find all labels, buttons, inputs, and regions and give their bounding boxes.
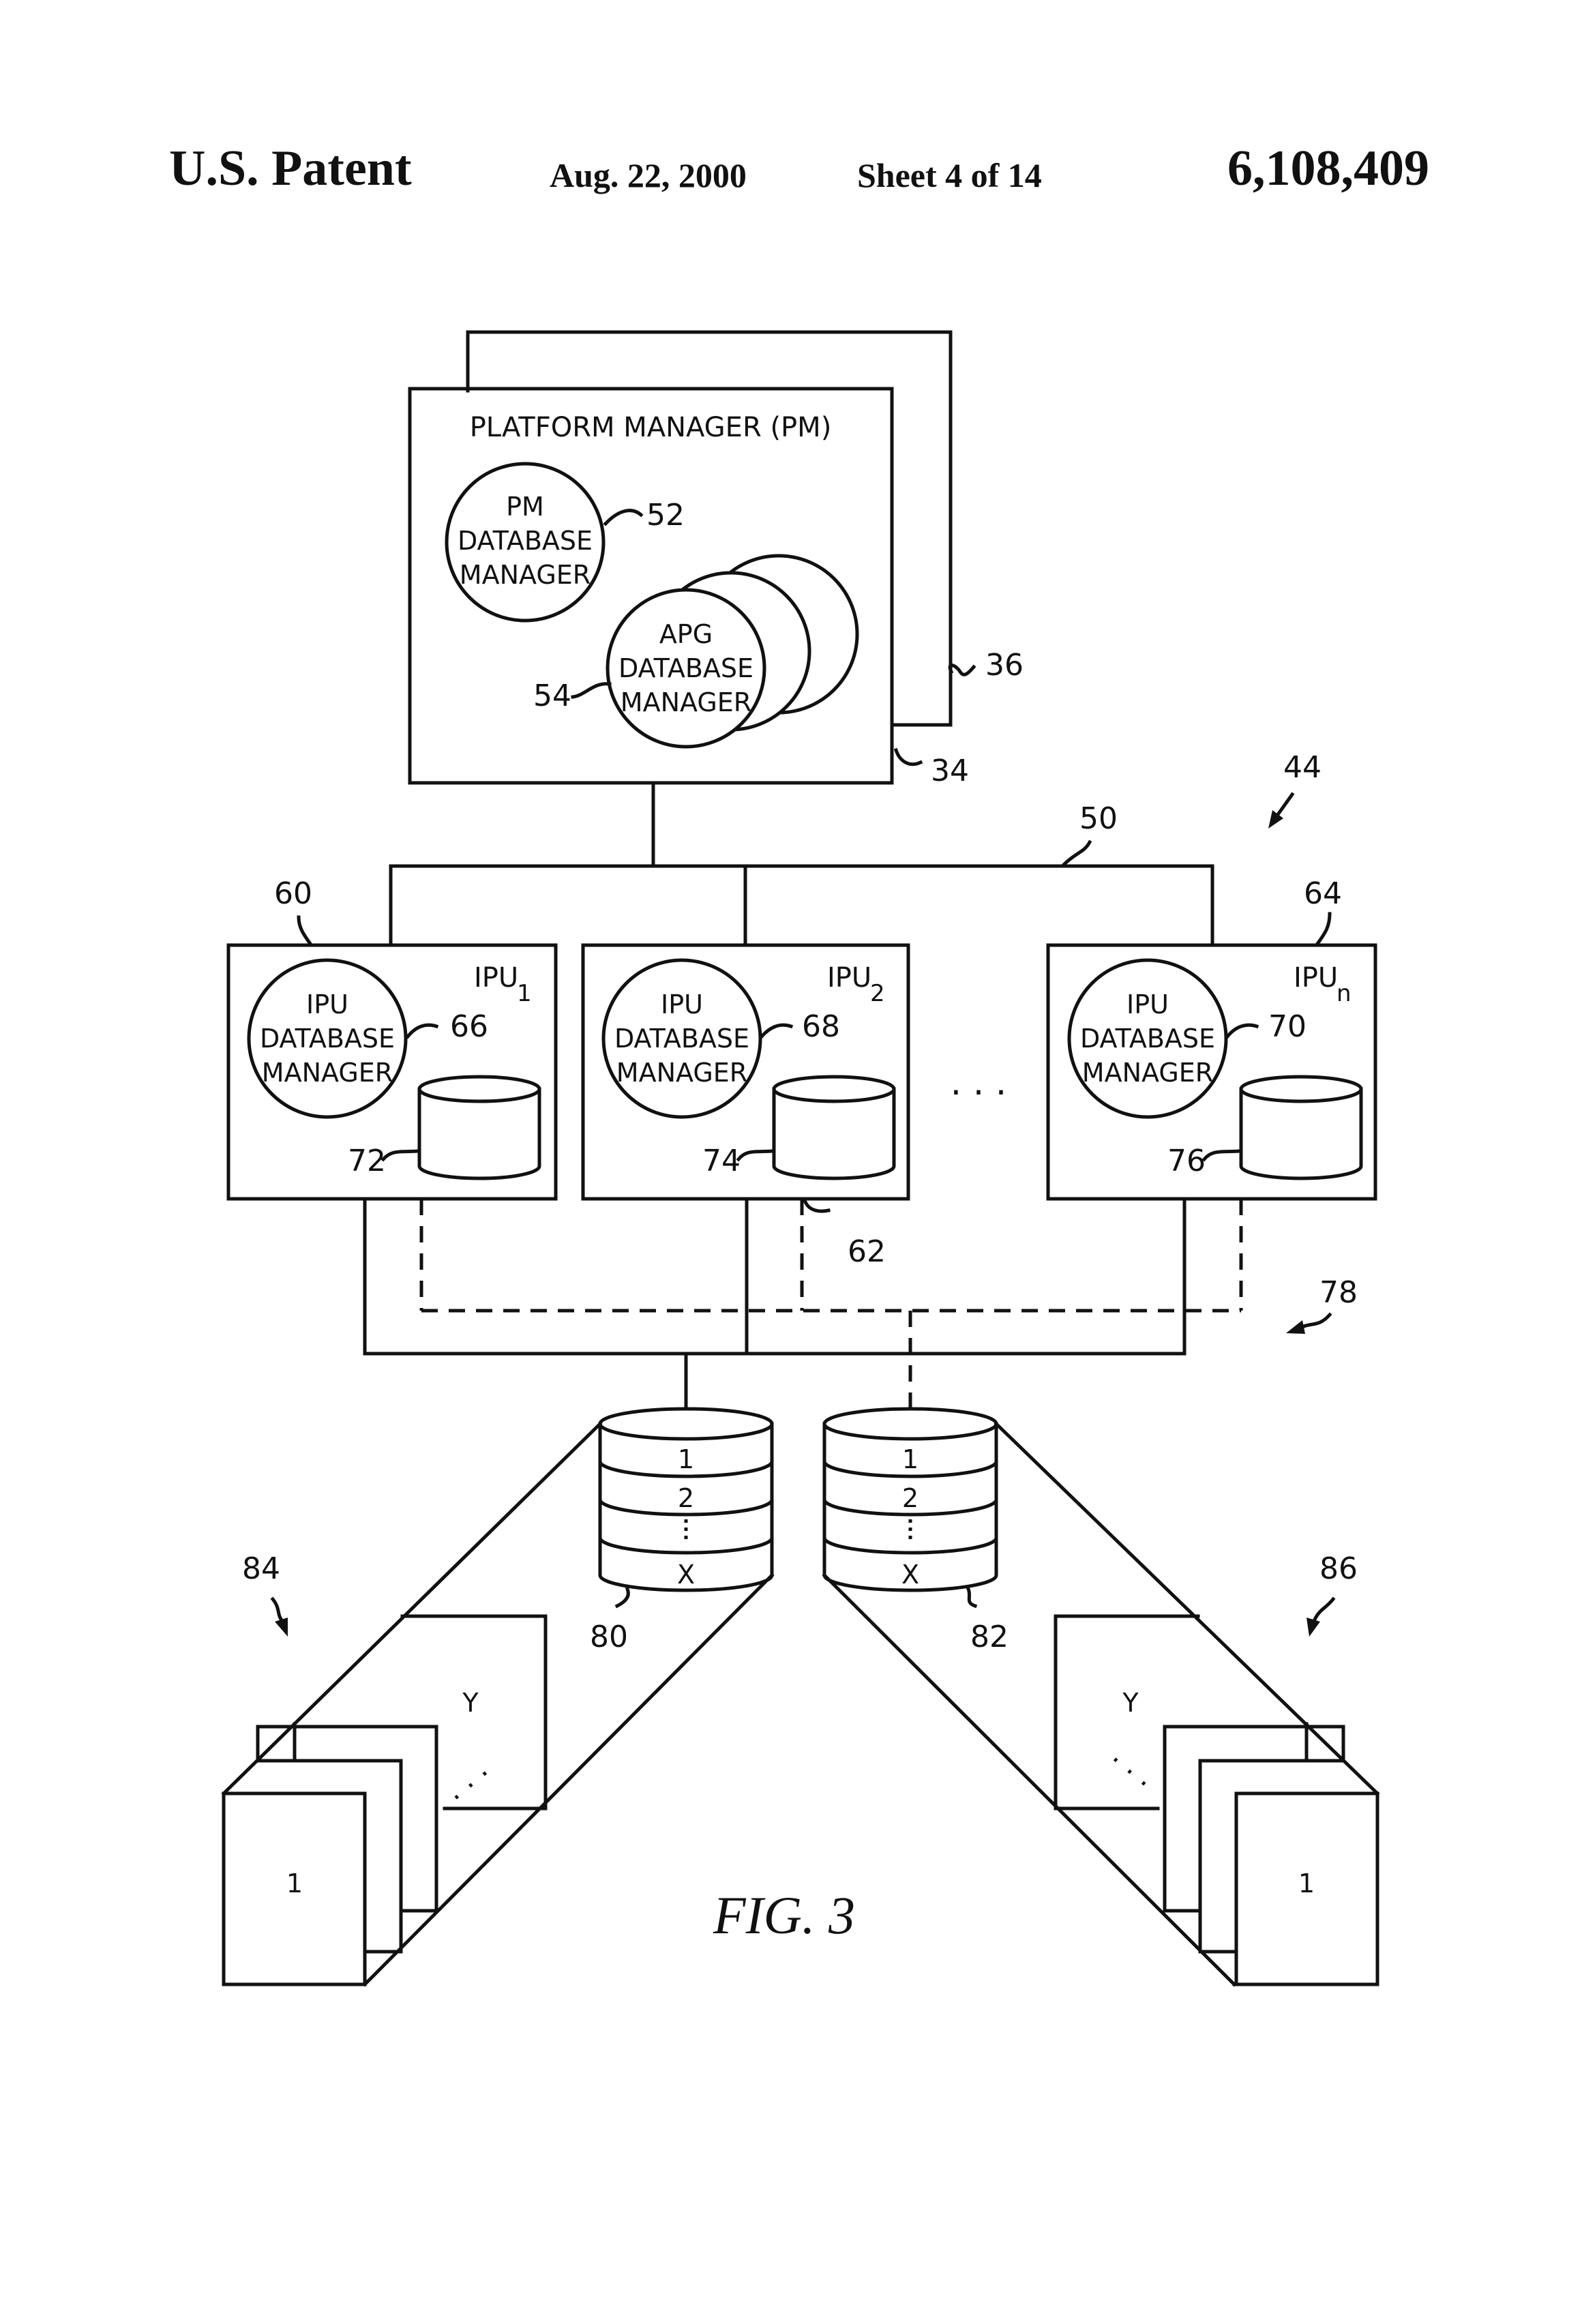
ipu-n-db-line-3: MANAGER xyxy=(1082,1058,1213,1088)
page-86-back: Y xyxy=(1122,1688,1139,1718)
ipu-2-db-line-1: IPU xyxy=(661,989,703,1019)
ref-78-arrow xyxy=(1286,1315,1330,1334)
ref-82: 82 xyxy=(970,1620,1009,1654)
storage-80: 1 2 X 80 xyxy=(590,1409,772,1654)
ref-74: 74 xyxy=(702,1144,741,1178)
ref-78: 78 xyxy=(1319,1275,1358,1310)
storage-80-row-2: 2 xyxy=(678,1483,694,1513)
ipu-1-db-line-3: MANAGER xyxy=(262,1058,393,1088)
platform-manager-title: PLATFORM MANAGER (PM) xyxy=(470,412,832,443)
ref-64: 64 xyxy=(1304,876,1342,911)
ipu-n-db-line-1: IPU xyxy=(1126,989,1169,1019)
ref-52: 52 xyxy=(646,498,685,533)
apg-db-line-1: APG xyxy=(659,619,713,649)
ref-84: 84 xyxy=(242,1551,280,1586)
ref-36: 36 xyxy=(985,648,1024,683)
storage-82-row-2: 2 xyxy=(902,1483,919,1513)
ref-54: 54 xyxy=(533,679,571,713)
figure-caption: FIG. 3 xyxy=(713,1886,855,1945)
dashed-interconnect xyxy=(421,1199,1241,1408)
ipu-n-db-line-2: DATABASE xyxy=(1080,1024,1215,1054)
ref-76: 76 xyxy=(1167,1144,1206,1178)
page-86-front: 1 xyxy=(1298,1868,1315,1898)
ref-68: 68 xyxy=(802,1009,840,1044)
ipu-2-label: IPU xyxy=(827,962,871,994)
pm-db-line-3: MANAGER xyxy=(460,560,591,590)
ref-80: 80 xyxy=(590,1620,628,1654)
ipu-n-label: IPU xyxy=(1294,962,1338,994)
storage-82-row-x: X xyxy=(901,1560,919,1590)
pm-db-line-2: DATABASE xyxy=(458,526,593,556)
page-84-ellipsis: . . . xyxy=(437,1752,494,1806)
ref-44: 44 xyxy=(1283,750,1322,785)
apg-database-managers: APG DATABASE MANAGER xyxy=(608,556,857,747)
ref-86: 86 xyxy=(1319,1551,1358,1586)
apg-db-line-2: DATABASE xyxy=(618,653,753,683)
storage-82: 1 2 X 82 xyxy=(824,1409,1009,1654)
ref-72: 72 xyxy=(348,1144,386,1178)
page-86-ellipsis: . . . xyxy=(1107,1738,1163,1793)
storage-82-row-1: 1 xyxy=(902,1444,919,1474)
solid-interconnect xyxy=(365,1199,1184,1408)
ref-34: 34 xyxy=(931,754,969,788)
ipu-2-db-line-2: DATABASE xyxy=(614,1024,749,1054)
ref-50: 50 xyxy=(1079,801,1118,836)
pm-db-line-1: PM xyxy=(506,492,544,522)
storage-80-row-x: X xyxy=(677,1560,695,1590)
system-44-arrow: 44 xyxy=(1268,750,1322,829)
ipu-n-sub: n xyxy=(1337,980,1352,1007)
page-84-back: Y xyxy=(462,1688,479,1718)
ref-62: 62 xyxy=(848,1234,886,1269)
apg-db-line-3: MANAGER xyxy=(621,687,751,717)
ref-86-arrow xyxy=(1307,1599,1333,1637)
ipu-2-sub: 2 xyxy=(870,980,885,1007)
ipu-1-label: IPU xyxy=(474,962,518,994)
ipu-1-db-line-2: DATABASE xyxy=(260,1024,395,1054)
ipu-1-sub: 1 xyxy=(517,980,532,1007)
ref-66: 66 xyxy=(450,1009,488,1044)
page-84-front: 1 xyxy=(286,1868,303,1898)
ipu-ellipsis: . . . xyxy=(951,1062,1007,1103)
ipu-1-db-line-1: IPU xyxy=(306,989,348,1019)
ref-84-arrow xyxy=(273,1599,288,1637)
storage-80-row-1: 1 xyxy=(678,1444,694,1474)
ipu-2-db-line-3: MANAGER xyxy=(616,1058,747,1088)
ref-70: 70 xyxy=(1268,1009,1307,1044)
pm-database-manager: PM DATABASE MANAGER xyxy=(447,464,603,621)
ref-60: 60 xyxy=(274,876,312,911)
